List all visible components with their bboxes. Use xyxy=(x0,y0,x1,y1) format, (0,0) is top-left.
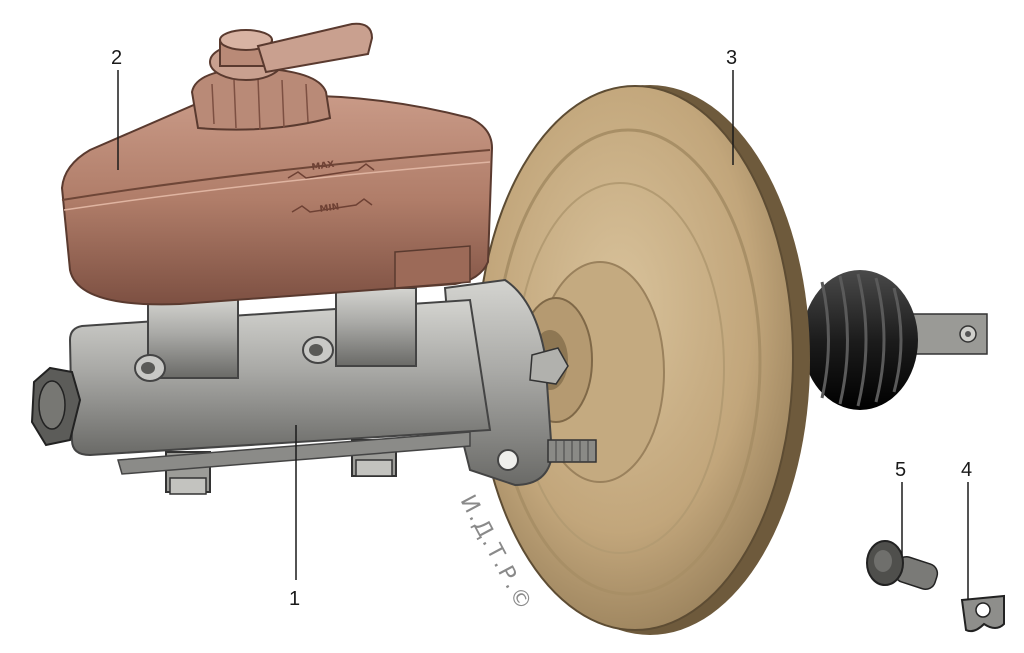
callout-5: 5 xyxy=(895,459,906,481)
callout-3: 3 xyxy=(726,47,737,69)
max-mark: MAX xyxy=(311,160,335,173)
pushrod-boot xyxy=(802,270,988,410)
callout-4: 4 xyxy=(961,459,972,481)
callout-1: 1 xyxy=(289,588,300,610)
callout-2: 2 xyxy=(111,47,122,69)
clevis-pin-icon xyxy=(866,540,939,591)
reservoir-icon: MAX MIN xyxy=(60,22,494,306)
master-cylinder-icon xyxy=(30,278,597,495)
callout-lines xyxy=(117,70,969,600)
spring-clip-icon xyxy=(960,594,1005,633)
